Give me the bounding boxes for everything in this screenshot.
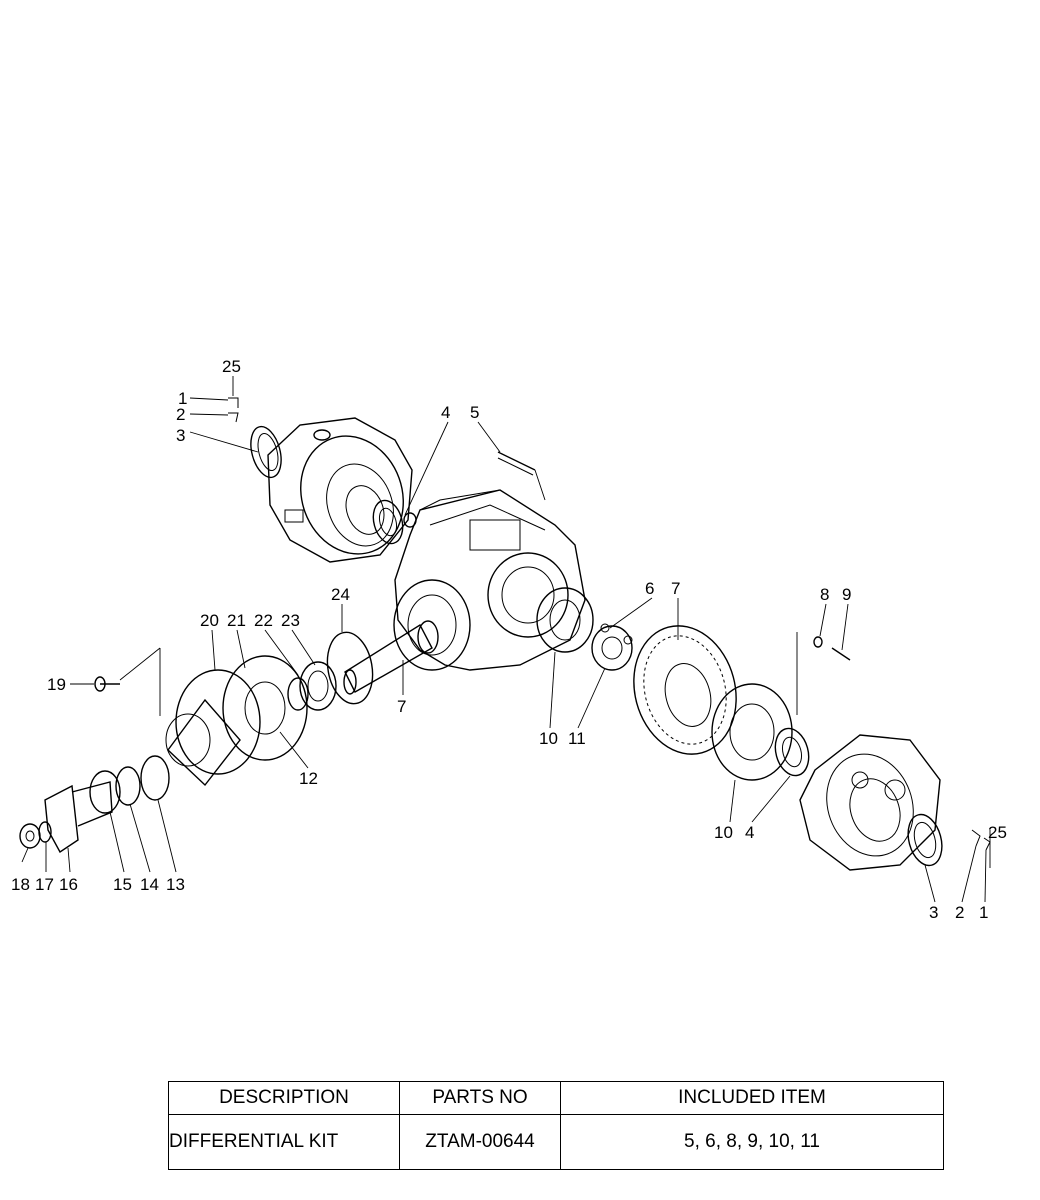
ring-gear (633, 625, 737, 755)
bolt-5 (497, 451, 536, 471)
callout-1-upper: 1 (178, 389, 187, 408)
callout-25-lower: 25 (988, 823, 1007, 842)
callout-6: 6 (645, 579, 654, 598)
callout-10-upper: 10 (539, 729, 558, 748)
row-included-item: 5, 6, 8, 9, 10, 11 (560, 1114, 944, 1170)
callout-18: 18 (11, 875, 30, 894)
yoke-16 (44, 781, 113, 854)
callout-16: 16 (59, 875, 78, 894)
callout-25-upper: 25 (222, 357, 241, 376)
pinion-shaft (343, 620, 439, 695)
callout-21: 21 (227, 611, 246, 630)
callout-10-lower: 10 (714, 823, 733, 842)
callout-2-lower: 2 (955, 903, 964, 922)
exploded-axle-diagram: 25 1 2 3 4 5 24 6 7 8 9 20 21 22 23 19 7… (11, 357, 1007, 922)
lower-hub-housing (799, 734, 943, 871)
table-row: DIFFERENTIAL KIT ZTAM-00644 5, 6, 8, 9, … (168, 1114, 944, 1170)
callout-22: 22 (254, 611, 273, 630)
nut-18 (19, 823, 41, 849)
row-description: DIFFERENTIAL KIT (168, 1114, 400, 1170)
leader-lines (21, 376, 991, 903)
callout-2-upper: 2 (176, 405, 185, 424)
bolt-9 (831, 647, 851, 661)
callout-15: 15 (113, 875, 132, 894)
callout-labels: 25 1 2 3 4 5 24 6 7 8 9 20 21 22 23 19 7… (11, 357, 1007, 922)
callout-8: 8 (820, 585, 829, 604)
table-header-row: DESCRIPTION PARTS NO INCLUDED ITEM (168, 1081, 944, 1115)
bearing-4-lower (774, 727, 810, 777)
washer-8 (813, 636, 823, 648)
spider-gear-assembly (591, 623, 633, 671)
upper-hub-housing (250, 417, 413, 563)
bearing-22-23 (287, 661, 337, 711)
callout-14: 14 (140, 875, 159, 894)
spacer-14 (115, 766, 141, 806)
callout-20: 20 (200, 611, 219, 630)
callout-4-upper: 4 (441, 403, 450, 422)
header-parts-no: PARTS NO (399, 1081, 561, 1115)
callout-7-ring: 7 (671, 579, 680, 598)
callout-11: 11 (568, 729, 586, 748)
callout-9: 9 (842, 585, 851, 604)
o-ring-24 (326, 631, 374, 705)
callout-3-lower: 3 (929, 903, 938, 922)
axle-center-housing (393, 489, 586, 671)
callout-1-lower: 1 (979, 903, 988, 922)
callout-5: 5 (470, 403, 479, 422)
header-description: DESCRIPTION (168, 1081, 400, 1115)
callout-17: 17 (35, 875, 54, 894)
lock-clip-upper (228, 397, 239, 423)
differential-case-10-lower (711, 683, 793, 781)
callout-7-shaft: 7 (397, 697, 406, 716)
bearing-4-upper (372, 499, 417, 545)
differential-case-10 (536, 587, 594, 653)
bearing-13 (140, 755, 170, 801)
callout-12: 12 (299, 769, 318, 788)
callout-4-lower: 4 (745, 823, 754, 842)
shim-21 (222, 655, 308, 761)
callout-13: 13 (166, 875, 185, 894)
differential-kit-table: DESCRIPTION PARTS NO INCLUDED ITEM DIFFE… (168, 1081, 944, 1170)
pinion-carrier-20 (165, 669, 261, 787)
header-included-item: INCLUDED ITEM (560, 1081, 944, 1115)
callout-3-upper: 3 (176, 426, 185, 445)
callout-23: 23 (281, 611, 300, 630)
callout-24: 24 (331, 585, 350, 604)
seal-15 (89, 770, 121, 814)
callout-19: 19 (47, 675, 66, 694)
row-parts-no: ZTAM-00644 (399, 1114, 561, 1170)
